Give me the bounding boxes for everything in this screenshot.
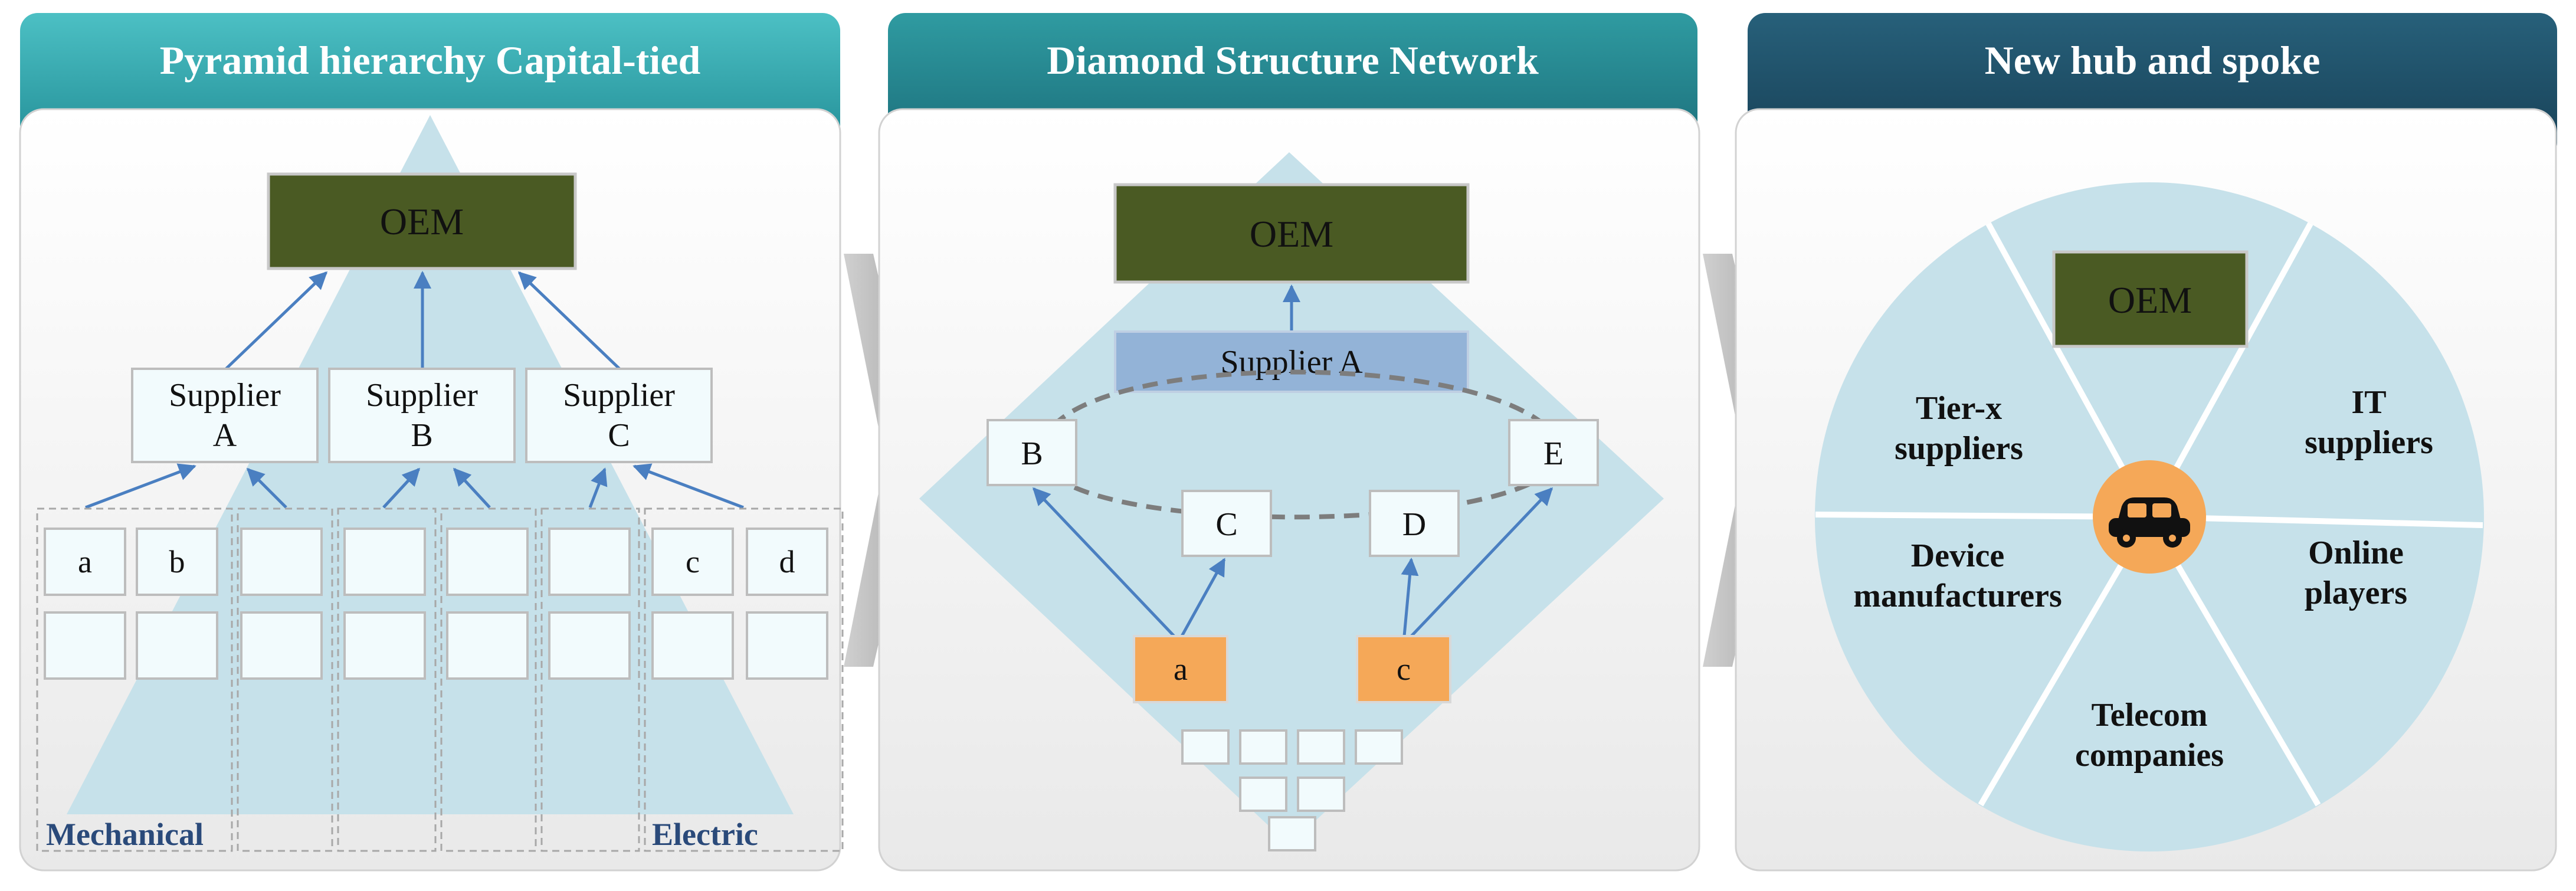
segment-it: IT suppliers xyxy=(2305,384,2433,461)
node-e: E xyxy=(1508,419,1599,486)
bottom-node-c: c xyxy=(1356,635,1451,703)
bottom-node-a: a xyxy=(1133,635,1228,703)
svg-text:Telecom: Telecom xyxy=(2092,697,2208,733)
panel-3-title: New hub and spoke xyxy=(1985,38,2321,83)
component-arrows xyxy=(85,463,744,509)
component-d-label: d xyxy=(779,544,795,579)
node-c: C xyxy=(1181,490,1272,557)
supplier-a: Supplier A xyxy=(131,368,319,463)
arrow-a-to-oem xyxy=(225,271,328,370)
node-d: D xyxy=(1369,490,1460,557)
component-a-label: a xyxy=(78,544,92,579)
segment-online: Online players xyxy=(2305,535,2407,611)
svg-text:companies: companies xyxy=(2075,737,2224,774)
panel-pyramid: Pyramid hierarchy Capital-tied OEM Suppl… xyxy=(19,13,844,872)
svg-text:IT: IT xyxy=(2351,384,2386,421)
oem-label: OEM xyxy=(380,201,464,243)
diamond-arrows xyxy=(1032,487,1554,637)
network-ring xyxy=(1051,369,1548,520)
svg-text:A: A xyxy=(213,417,237,454)
footer-mechanical: Mechanical xyxy=(46,817,204,852)
footer-electric: Electric xyxy=(652,817,758,852)
arrow-c-to-oem xyxy=(517,271,621,370)
panel-diamond: Diamond Structure Network OEM Supplier A… xyxy=(878,13,1700,872)
component-boxes xyxy=(44,528,828,680)
svg-text:E: E xyxy=(1543,435,1564,472)
oem-box-3 xyxy=(2052,250,2249,348)
svg-text:suppliers: suppliers xyxy=(1895,430,2023,467)
svg-text:Supplier: Supplier xyxy=(169,377,281,414)
oem-box-2 xyxy=(1113,183,1470,284)
segment-telecom: Telecom companies xyxy=(2075,697,2224,774)
diamond-shape xyxy=(919,152,1664,845)
svg-text:Device: Device xyxy=(1911,538,2005,574)
svg-text:players: players xyxy=(2305,575,2407,611)
svg-text:C: C xyxy=(1215,506,1237,543)
supplier-c: Supplier C xyxy=(525,368,713,463)
component-b-label: b xyxy=(169,544,185,579)
svg-text:D: D xyxy=(1402,506,1426,543)
svg-text:B: B xyxy=(1021,435,1043,472)
panel-1-title: Pyramid hierarchy Capital-tied xyxy=(160,38,701,83)
base-blocks xyxy=(1181,729,1403,851)
panel-2-title: Diamond Structure Network xyxy=(1047,38,1539,83)
svg-text:c: c xyxy=(1397,651,1411,687)
segment-device: Device manufacturers xyxy=(1853,538,2062,614)
svg-text:manufacturers: manufacturers xyxy=(1853,578,2062,614)
oem-box xyxy=(267,172,577,270)
segment-tier-x: Tier-x suppliers xyxy=(1895,390,2023,467)
svg-text:B: B xyxy=(411,417,432,454)
svg-text:a: a xyxy=(1174,651,1188,687)
component-c-label: c xyxy=(686,544,700,579)
svg-text:Supplier: Supplier xyxy=(366,377,478,414)
oem-label-2: OEM xyxy=(1250,213,1333,255)
svg-text:suppliers: suppliers xyxy=(2305,424,2433,461)
svg-text:C: C xyxy=(608,417,630,454)
svg-text:Tier-x: Tier-x xyxy=(1916,390,2002,427)
svg-text:Online: Online xyxy=(2308,535,2404,571)
node-b: B xyxy=(987,419,1077,486)
oem-label-3: OEM xyxy=(2108,279,2192,321)
component-columns xyxy=(36,507,844,852)
svg-text:Supplier: Supplier xyxy=(563,377,675,414)
panel-hub: New hub and spoke OEM Tier-x suppliers I… xyxy=(1735,13,2557,872)
supplier-b: Supplier B xyxy=(328,368,516,463)
car-hub-icon xyxy=(2093,460,2206,574)
